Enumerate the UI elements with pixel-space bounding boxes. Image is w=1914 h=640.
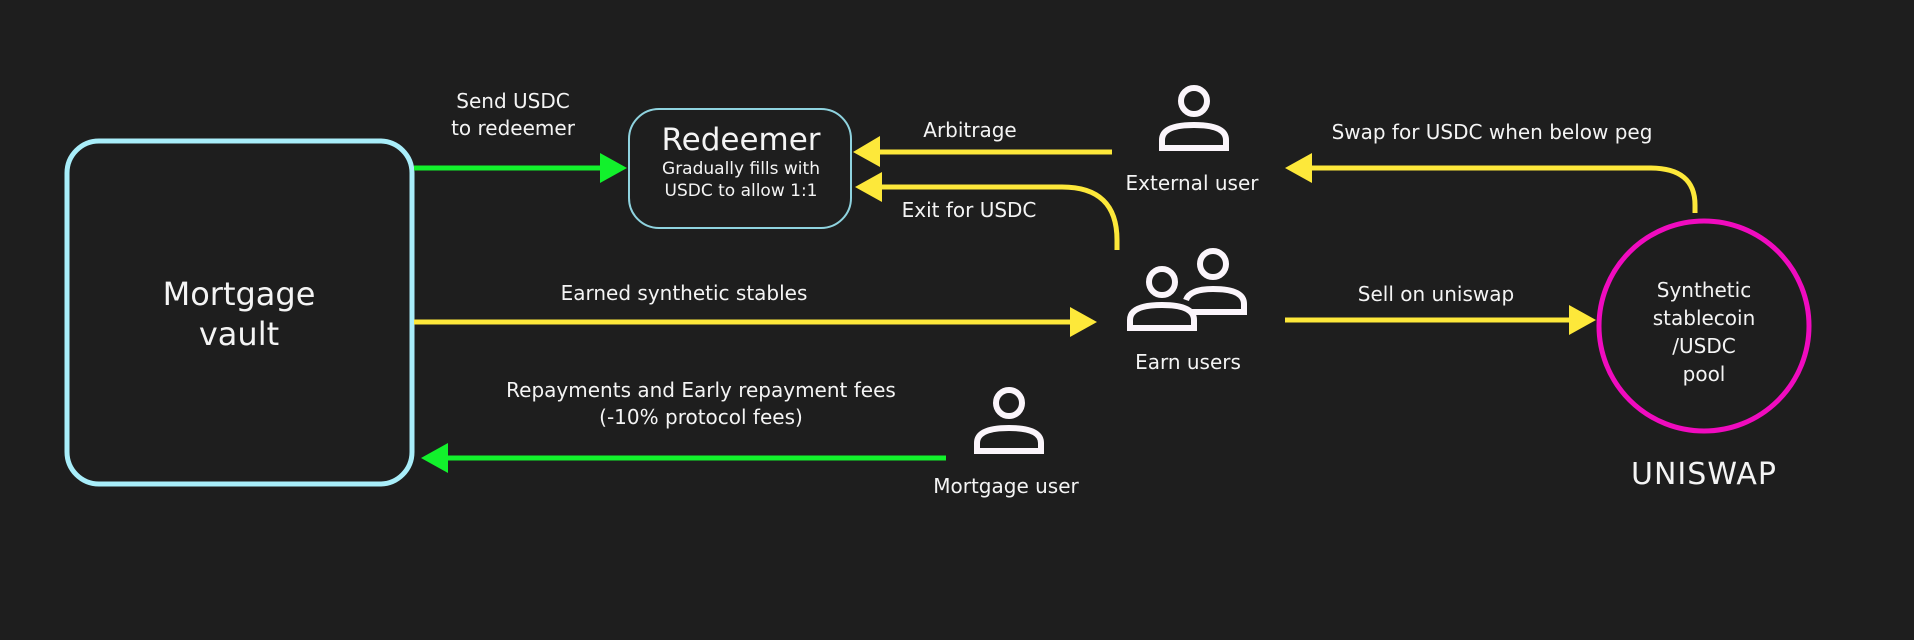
redeemer-label: Redeemer Gradually fills with USDC to al…	[661, 122, 820, 202]
send-usdc-line2: to redeemer	[451, 116, 575, 140]
repayments-line2: (-10% protocol fees)	[599, 405, 803, 429]
mortgage-vault-line1: Mortgage	[162, 275, 316, 313]
pool-line2: stablecoin	[1652, 306, 1756, 330]
earned-synthetic-arrowhead	[1070, 307, 1097, 337]
repayments-line1: Repayments and Early repayment fees	[506, 378, 896, 402]
exit-usdc-arrow	[855, 172, 1120, 250]
uniswap-label: UNISWAP	[1631, 457, 1777, 492]
swap-below-peg-arrow-line	[1310, 165, 1698, 213]
mortgage-user-label: Mortgage user	[933, 474, 1079, 498]
external-user-label: External user	[1125, 171, 1259, 195]
arbitrage-arrow	[853, 136, 1112, 167]
arbitrage-arrowhead	[853, 136, 880, 167]
exit-usdc-label: Exit for USDC	[901, 198, 1037, 222]
redeemer-box	[628, 108, 852, 229]
mortgage-vault-box	[64, 138, 415, 487]
earned-synthetic-label: Earned synthetic stables	[560, 281, 808, 305]
mortgage-vault-label: Mortgage vault	[163, 274, 316, 354]
external-user-icon	[1159, 85, 1229, 151]
pool-line1: Synthetic	[1656, 278, 1752, 302]
earn-users-label: Earn users	[1135, 350, 1241, 374]
pool-circle	[1596, 218, 1812, 434]
redeemer-title: Redeemer	[661, 122, 821, 158]
earned-synthetic-arrow	[414, 307, 1097, 337]
redeemer-subtitle-line2: USDC to allow 1:1	[664, 181, 818, 201]
arbitrage-label: Arbitrage	[923, 118, 1017, 142]
exit-usdc-arrowhead	[855, 172, 882, 202]
sell-uniswap-arrowhead	[1569, 305, 1596, 335]
mortgage-vault-line2: vault	[198, 315, 280, 353]
repayments-arrow	[421, 443, 946, 473]
swap-below-peg-arrow	[1285, 153, 1698, 213]
swap-below-peg-arrowhead	[1285, 153, 1312, 183]
send-usdc-arrow	[414, 153, 627, 183]
repayments-arrowhead	[421, 443, 448, 473]
repayments-label: Repayments and Early repayment fees (-10…	[506, 377, 896, 431]
swap-below-peg-label: Swap for USDC when below peg	[1331, 120, 1653, 144]
earn-users-icon	[1127, 248, 1247, 331]
send-usdc-arrowhead	[600, 153, 627, 183]
send-usdc-line1: Send USDC	[456, 89, 570, 113]
pool-line3: /USDC	[1672, 334, 1736, 358]
sell-uniswap-label: Sell on uniswap	[1357, 282, 1515, 306]
pool-label: Synthetic stablecoin /USDC pool	[1653, 276, 1756, 388]
exit-usdc-arrow-line	[880, 184, 1120, 250]
sell-uniswap-arrow	[1285, 305, 1596, 335]
send-usdc-label: Send USDC to redeemer	[451, 88, 575, 142]
mortgage-user-icon	[974, 387, 1044, 454]
pool-line4: pool	[1682, 362, 1726, 386]
redeemer-subtitle-line1: Gradually fills with	[662, 159, 820, 179]
